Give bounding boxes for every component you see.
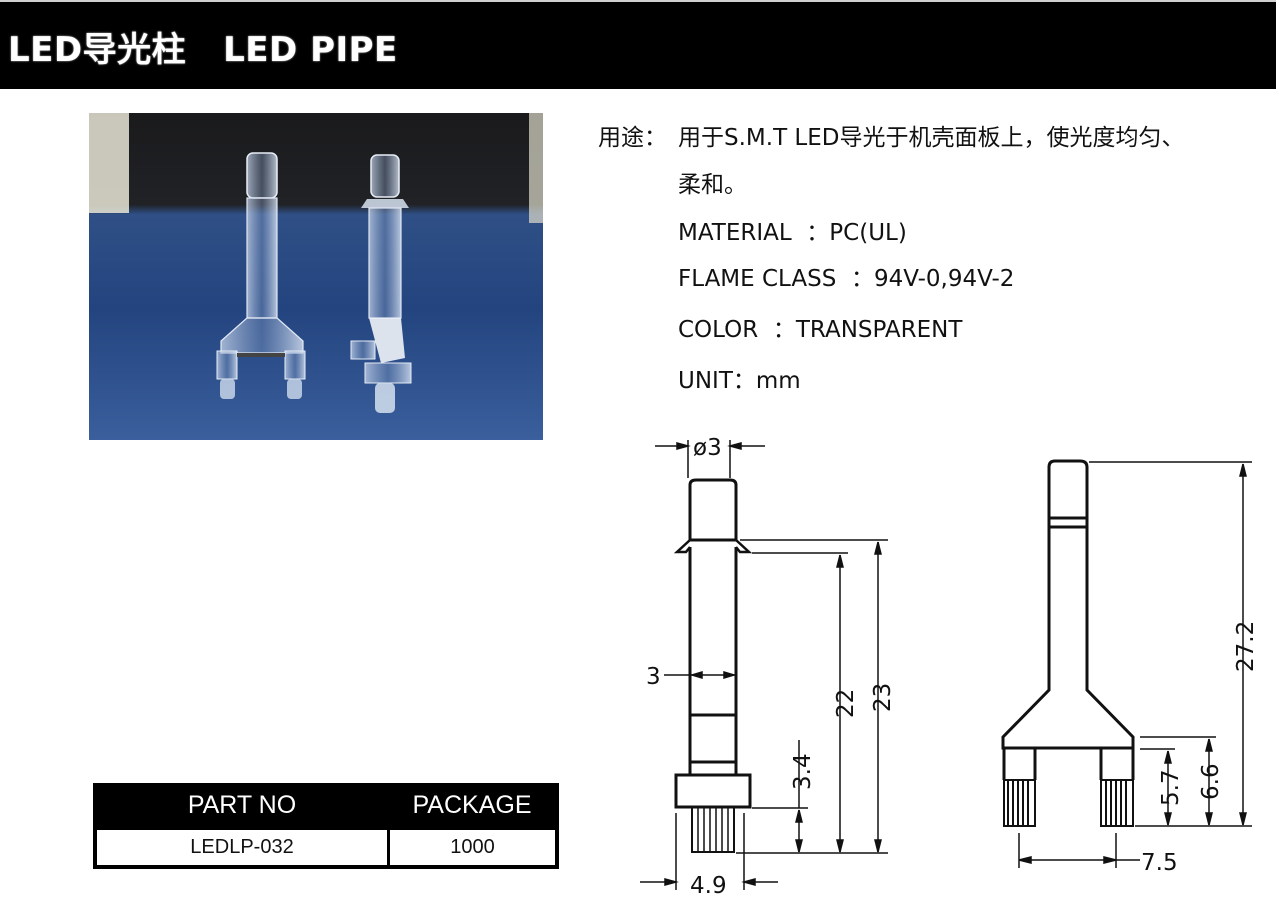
dim-3-4: 3.4: [790, 753, 816, 790]
cell-part-no: LEDLP-032: [97, 830, 387, 865]
flame-class-spec: FLAME CLASS ：94V-0,94V-2: [678, 266, 1015, 292]
page-title: LED导光柱 LED PIPE: [8, 30, 398, 70]
side-view-tip: [688, 478, 738, 542]
dim-5-7: 5.7: [1158, 769, 1184, 806]
cell-package: 1000: [390, 830, 555, 865]
dim-23: 23: [870, 683, 896, 712]
dim-base-width: 4.9: [690, 873, 727, 899]
dim-pin-spacing: 7.5: [1141, 850, 1178, 876]
color-spec: COLOR ：TRANSPARENT: [678, 317, 963, 343]
unit-spec: UNIT：mm: [678, 368, 801, 394]
page-header: LED导光柱 LED PIPE: [0, 0, 1276, 89]
led-pipe-photo-image: [89, 113, 543, 440]
header-part-no: PART NO: [187, 790, 297, 819]
dim-22: 22: [833, 689, 859, 718]
usage-label: 用途：: [598, 125, 667, 151]
header-package: PACKAGE: [412, 790, 532, 819]
dim-width: 3: [646, 664, 661, 690]
product-photo: [89, 113, 543, 440]
dim-6-6: 6.6: [1198, 763, 1224, 800]
dim-27-2: 27.2: [1233, 621, 1259, 672]
dim-diameter: ø3: [693, 435, 722, 461]
usage-text-line1: 用于S.M.T LED导光于机壳面板上，使光度均匀、: [678, 125, 1185, 151]
part-table: PART NO PACKAGE LEDLP-032 1000: [93, 783, 559, 869]
usage-text-line2: 柔和。: [678, 172, 747, 198]
material-spec: MATERIAL ：PC(UL): [678, 220, 907, 246]
